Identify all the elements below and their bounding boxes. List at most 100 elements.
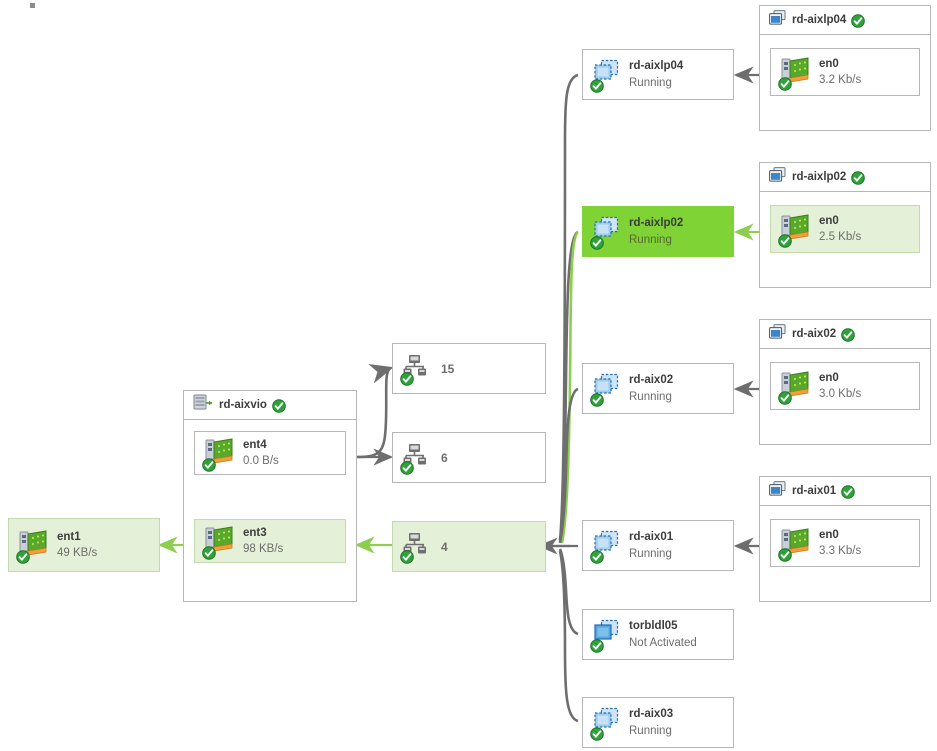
adapter-name: en0 [819,57,839,70]
wire-ent4-to-vlan15 [356,364,394,459]
status-ok-icon [590,236,604,250]
network-adapter-icon [778,213,811,248]
status-ok-icon [590,79,604,93]
status-ok-icon [841,485,855,499]
network-adapter-icon [16,529,49,564]
vlan-id: 4 [441,539,448,554]
status-ok-icon [841,328,855,342]
node-adapter-en0[interactable]: en0 3.2 Kb/s [770,48,920,96]
vlan-network-icon [400,532,429,564]
lpar-state: Running [629,390,672,403]
network-adapter-icon [202,437,235,472]
window-stack-icon [769,167,786,187]
status-ok-icon [851,171,866,185]
server-rack-icon [193,394,213,416]
host-container-rd-aixvio[interactable]: rd-aixvio [183,390,357,602]
lpar-name: rd-aixlp04 [629,60,684,73]
adapter-name: en0 [819,528,839,541]
node-adapter-ent1[interactable]: ent1 49 KB/s [8,518,160,572]
host-header: rd-aix02 [760,320,930,349]
lpar-name: rd-aix01 [629,531,674,544]
network-adapter-icon [202,525,235,560]
node-adapter-en0[interactable]: en0 2.5 Kb/s [770,205,920,253]
node-vlan-15[interactable]: 15 [392,343,546,394]
status-ok-icon [400,461,414,475]
adapter-name: ent4 [243,438,267,451]
window-stack-icon [769,10,786,30]
lpar-name: torbldl05 [629,620,678,633]
host-container-rd-aixlp04[interactable]: rd-aixlp04 [759,5,931,131]
window-stack-icon [769,324,786,344]
status-ok-icon [778,390,792,405]
vlan-id: 15 [441,361,455,376]
network-adapter-icon [778,370,811,405]
status-ok-icon [851,14,866,28]
status-ok-icon [400,550,414,564]
adapter-name: ent1 [57,530,81,543]
node-adapter-en0[interactable]: en0 3.3 Kb/s [770,519,920,567]
adapter-name: ent3 [243,526,267,539]
lpar-state: Running [629,233,672,246]
status-ok-icon [400,372,414,386]
lpar-state: Running [629,76,672,89]
host-name: rd-aix02 [792,328,837,340]
lpar-solid-icon [590,619,621,653]
status-ok-icon [778,76,792,91]
lpar-icon [590,530,621,564]
adapter-rate: 3.0 Kb/s [819,388,862,400]
status-ok-icon [778,233,792,248]
host-header: rd-aixvio [184,391,356,420]
host-header: rd-aixlp04 [760,6,930,35]
host-name: rd-aixlp02 [792,171,847,183]
node-lpar-rd-aixlp02[interactable]: rd-aixlp02 Running [582,206,734,257]
status-ok-icon [778,547,792,562]
host-header: rd-aixlp02 [760,163,930,192]
host-container-rd-aix01[interactable]: rd-aix01 [759,476,931,602]
network-adapter-icon [778,56,811,91]
status-ok-icon [590,639,604,653]
lpar-icon [590,373,621,407]
lpar-name: rd-aix02 [629,374,674,387]
lpar-name: rd-aixlp02 [629,217,684,230]
adapter-name: en0 [819,214,839,227]
lpar-state: Running [629,547,672,560]
status-ok-icon [590,550,604,564]
host-name: rd-aix01 [792,485,837,497]
adapter-rate: 3.2 Kb/s [819,74,862,86]
adapter-rate: 98 KB/s [243,543,284,555]
lpar-icon [590,707,621,741]
node-lpar-rd-aix02[interactable]: rd-aix02 Running [582,363,734,414]
canvas-artifact [30,3,35,8]
status-ok-icon [272,399,286,413]
lpar-icon [590,59,621,93]
vlan-id: 6 [441,450,448,465]
status-ok-icon [202,457,216,472]
lpar-state: Not Activated [629,636,697,649]
status-ok-icon [590,727,604,741]
status-ok-icon [590,393,604,407]
host-container-rd-aix02[interactable]: rd-aix02 [759,319,931,445]
status-ok-icon [16,549,30,564]
node-lpar-rd-aix03[interactable]: rd-aix03 Running [582,697,734,748]
host-container-rd-aixlp02[interactable]: rd-aixlp02 [759,162,931,288]
node-vlan-4[interactable]: 4 [392,521,546,572]
vlan-network-icon [400,354,429,386]
node-lpar-rd-aixlp04[interactable]: rd-aixlp04 Running [582,49,734,100]
host-header: rd-aix01 [760,477,930,506]
adapter-rate: 3.3 Kb/s [819,545,862,557]
node-lpar-torbldl05[interactable]: torbldl05 Not Activated [582,609,734,660]
adapter-name: en0 [819,371,839,384]
window-stack-icon [769,481,786,501]
node-adapter-ent4[interactable]: ent4 0.0 B/s [194,431,346,475]
status-ok-icon [202,545,216,560]
lpar-state: Running [629,724,672,737]
node-lpar-rd-aix01[interactable]: rd-aix01 Running [582,520,734,571]
network-adapter-icon [778,527,811,562]
host-name: rd-aixlp04 [792,14,847,26]
node-adapter-en0[interactable]: en0 3.0 Kb/s [770,362,920,410]
wire-bracket-vlan4-to-lpars [530,73,580,723]
vlan-network-icon [400,443,429,475]
node-vlan-6[interactable]: 6 [392,432,546,483]
node-adapter-ent3[interactable]: ent3 98 KB/s [194,519,346,563]
